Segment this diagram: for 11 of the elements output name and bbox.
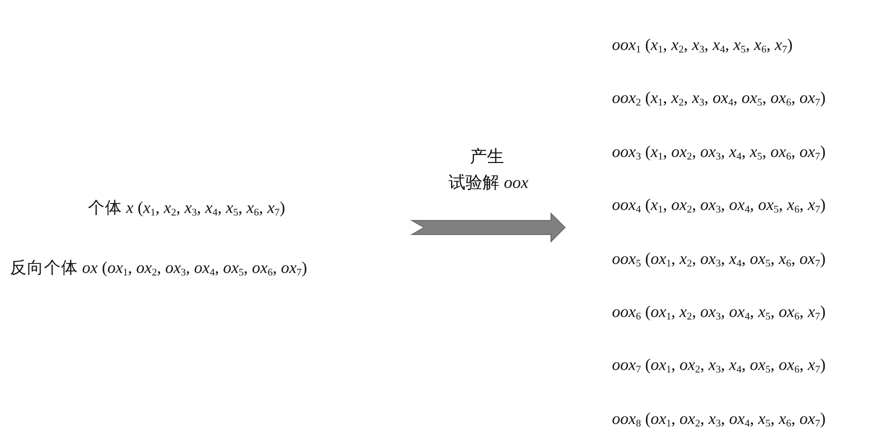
- formula-text: 反向个体 ox (ox$_{1}$, ox$_{2}$, ox$_{3}$, ox$_{4}$, ox$_{5}$, ox$_{6}$, ox$_{7}$): [10, 257, 308, 279]
- trial-solution-text: oox$_{7}$ (ox$_{1}$, ox$_{2}$, x$_{3}$, x$_{4}$, ox$_{5}$, ox$_{6}$, x$_{7}$): [612, 354, 826, 376]
- trial-solution-text: oox$_{1}$ (x$_{1}$, x$_{2}$, x$_{3}$, x$_{4}$, x$_{5}$, x$_{6}$, x$_{7}$): [612, 34, 793, 56]
- trial-solution-text: oox$_{5}$ (ox$_{1}$, x$_{2}$, ox$_{3}$, x$_{4}$, ox$_{5}$, x$_{6}$, ox$_{7}$): [612, 248, 826, 270]
- formula-text: 个体 x (x$_{1}$, x$_{2}$, x$_{3}$, x$_{4}$, x$_{5}$, x$_{6}$, x$_{7}$): [88, 197, 286, 219]
- trial-solution-text: oox$_{2}$ (x$_{1}$, x$_{2}$, x$_{3}$, ox$_{4}$, ox$_{5}$, ox$_{6}$, ox$_{7}$): [612, 87, 826, 110]
- trial-solution-text: oox$_{4}$ (x$_{1}$, ox$_{2}$, ox$_{3}$, ox$_{4}$, ox$_{5}$, x$_{6}$, x$_{7}$): [612, 194, 826, 216]
- block-arrow: [410, 212, 566, 243]
- trial-solution-text: oox$_{6}$ (ox$_{1}$, x$_{2}$, ox$_{3}$, ox$_{4}$, x$_{5}$, ox$_{6}$, x$_{7}$): [612, 301, 826, 323]
- trial-solution-text: oox$_{3}$ (x$_{1}$, ox$_{2}$, ox$_{3}$, x$_{4}$, x$_{5}$, ox$_{6}$, ox$_{7}$): [612, 140, 826, 163]
- trial-solution-text: oox$_{8}$ (ox$_{1}$, ox$_{2}$, x$_{3}$, ox$_{4}$, x$_{5}$, x$_{6}$, ox$_{7}$): [612, 408, 826, 428]
